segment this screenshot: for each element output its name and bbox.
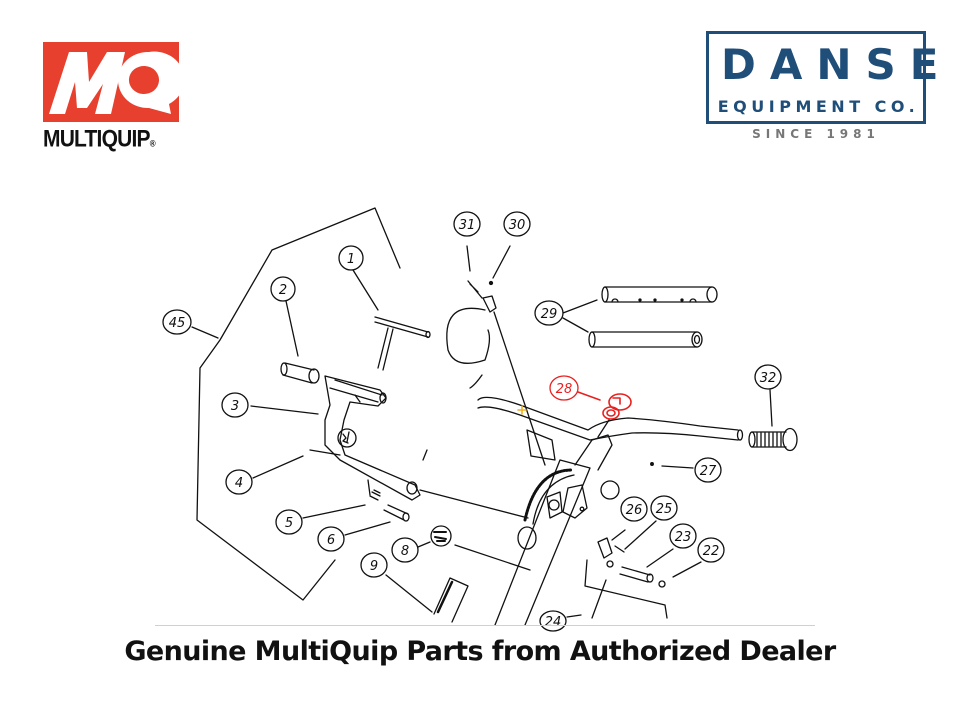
danse-logo: DANSE EQUIPMENT CO.	[706, 31, 953, 124]
callout-9: 9	[370, 559, 378, 574]
callout-22: 22	[703, 544, 720, 559]
callout-26: 26	[626, 503, 643, 518]
callout-31: 31	[459, 218, 476, 233]
callout-27: 27	[700, 464, 717, 479]
danse-since: SINCE 1981	[752, 127, 880, 141]
danse-subtitle: EQUIPMENT CO.	[717, 97, 920, 116]
callout-24: 24	[545, 615, 562, 630]
multiquip-wordmark: MULTIQUIP®	[43, 126, 156, 153]
callout-4: 4	[235, 476, 243, 491]
footer-caption: Genuine MultiQuip Parts from Authorized …	[124, 636, 836, 667]
danse-title: DANSE	[721, 40, 953, 89]
plate-45-outline	[196, 207, 401, 601]
callout-32: 32	[760, 371, 777, 386]
mq-logo-mark	[43, 42, 179, 122]
callout-45: 45	[169, 316, 186, 331]
callout-1: 1	[347, 252, 355, 267]
callout-30: 30	[509, 218, 526, 233]
callout-5: 5	[285, 516, 293, 531]
callout-28-highlighted: 28	[556, 382, 573, 397]
callout-23: 23	[675, 530, 692, 545]
callout-8: 8	[401, 544, 409, 559]
callout-29: 29	[541, 307, 558, 322]
callout-25: 25	[656, 502, 673, 517]
caption-divider	[155, 625, 815, 626]
callout-2: 2	[279, 283, 287, 298]
callout-6: 6	[327, 533, 335, 548]
multiquip-logo: MULTIQUIP®	[43, 42, 179, 152]
callout-3: 3	[231, 399, 239, 414]
